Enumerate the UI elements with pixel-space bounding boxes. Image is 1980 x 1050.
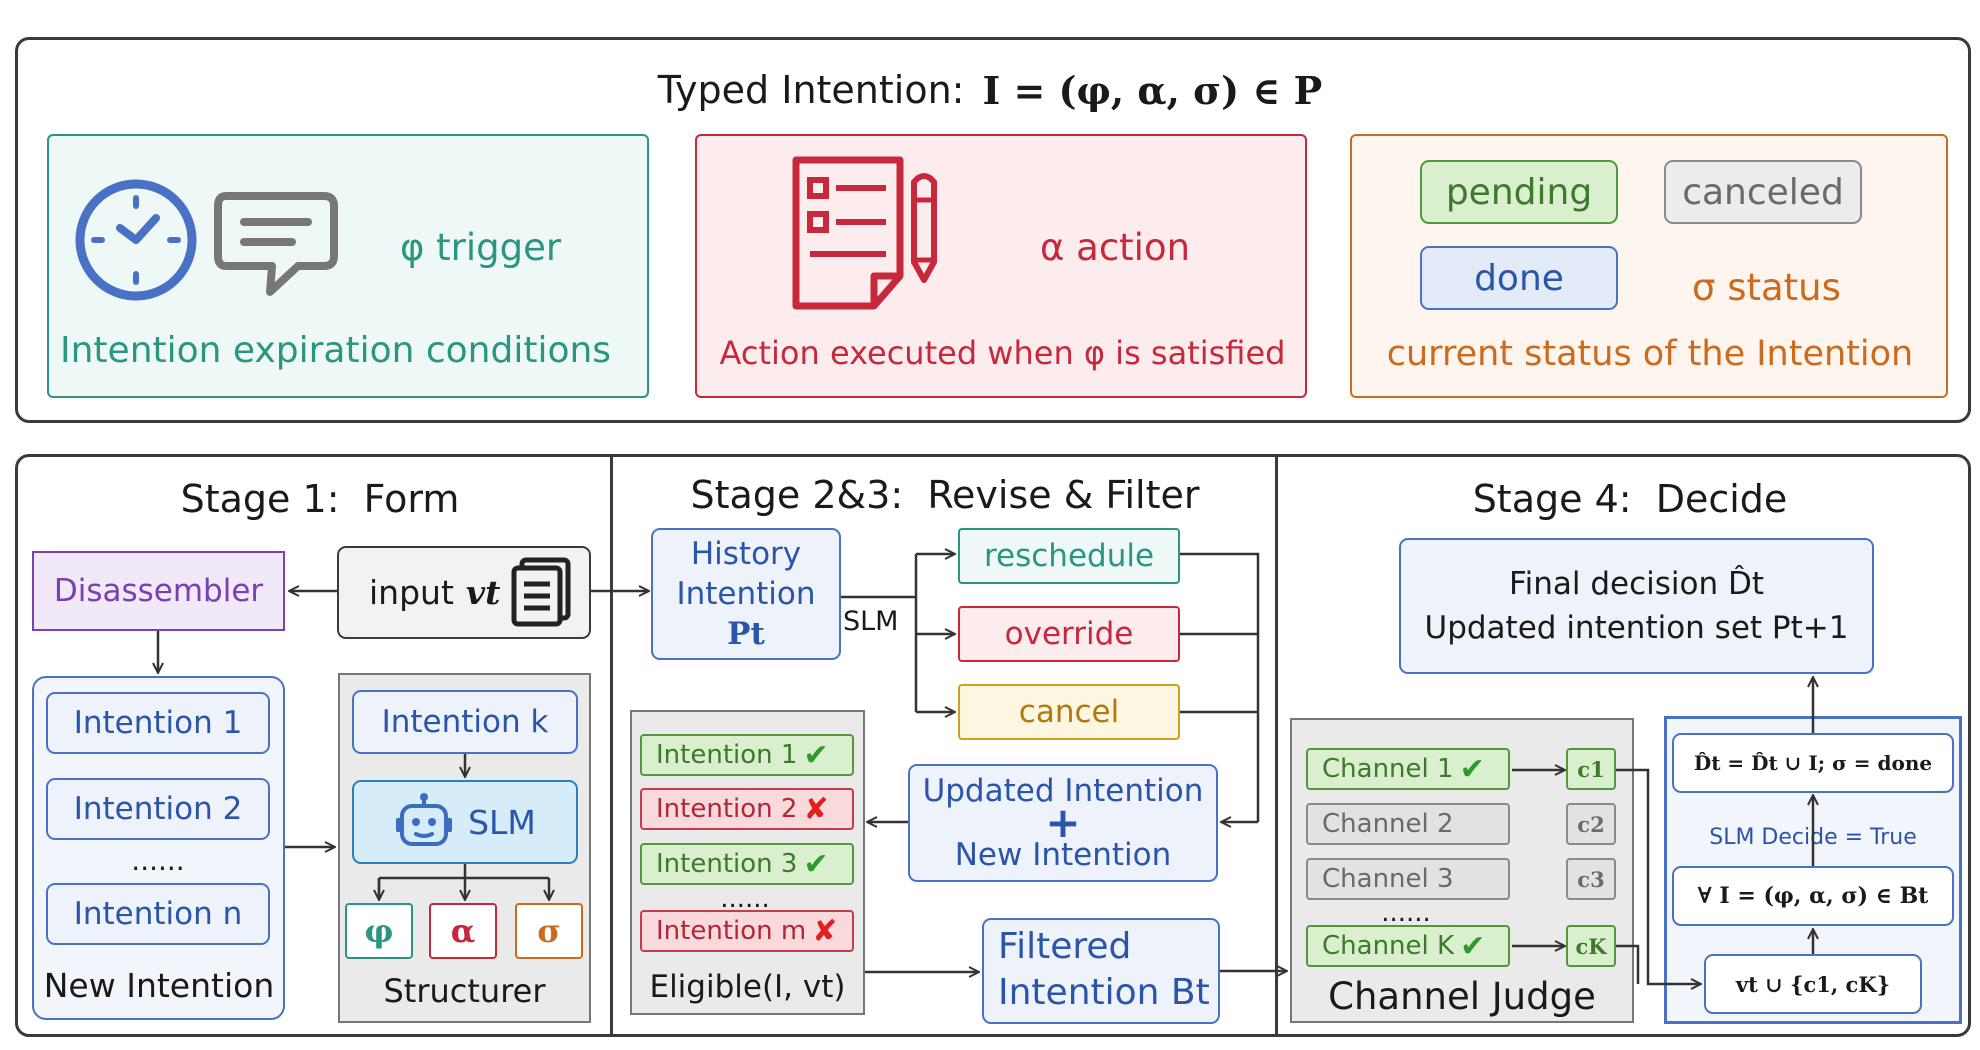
eligible-item: Intention m✘ bbox=[640, 910, 854, 952]
document-pen-icon bbox=[792, 156, 937, 310]
channel-code: c3 bbox=[1566, 858, 1616, 900]
title-formula: I = (φ, α, σ) ∈ P bbox=[982, 67, 1323, 113]
channel-ellipsis: ...... bbox=[1381, 898, 1431, 928]
new-intention-label: New Intention bbox=[43, 965, 275, 1005]
filtered-line1: Filtered bbox=[998, 926, 1132, 967]
stage23-title: Stage 2&3: Revise & Filter bbox=[690, 473, 1200, 517]
structurer-label: Structurer bbox=[383, 972, 546, 1010]
canceled-badge: canceled bbox=[1664, 160, 1862, 224]
eligible-item-label: Intention 1 bbox=[656, 740, 798, 770]
eligible-item: Intention 2✘ bbox=[640, 788, 854, 830]
sigma-box: σ bbox=[515, 903, 583, 959]
cross-icon: ✘ bbox=[812, 913, 838, 949]
cross-icon: ✘ bbox=[803, 791, 829, 827]
history-intention-box: History Intention Pt bbox=[651, 528, 841, 660]
channel-code: cK bbox=[1566, 925, 1616, 967]
status-caption: current status of the Intention bbox=[1386, 334, 1914, 374]
robot-icon bbox=[396, 793, 453, 846]
documents-icon bbox=[511, 557, 571, 627]
eligible-ellipsis: ...... bbox=[720, 884, 770, 914]
title-text: Typed Intention: bbox=[657, 68, 965, 112]
stage1-title: Stage 1: Form bbox=[180, 477, 460, 521]
status-label: σ status bbox=[1692, 266, 1841, 309]
filtered-line2: Intention Bt bbox=[998, 972, 1210, 1013]
final-line1: Final decision D̂t bbox=[1509, 566, 1764, 602]
stage-divider-2 bbox=[1275, 455, 1278, 1036]
eligible-item-label: Intention 2 bbox=[656, 794, 798, 824]
intention-k: Intention k bbox=[352, 690, 578, 754]
updated-line2: New Intention bbox=[954, 837, 1172, 873]
channel-code: c1 bbox=[1566, 748, 1616, 790]
trigger-label: φ trigger bbox=[400, 226, 562, 269]
stage4-title: Stage 4: Decide bbox=[1472, 477, 1788, 521]
plus-icon: + bbox=[1045, 798, 1081, 847]
slm-label: SLM bbox=[468, 802, 536, 842]
formula-done-box: D̂t = D̂t ∪ I; σ = done bbox=[1672, 733, 1954, 793]
channel-item: Channel 1✔ bbox=[1306, 748, 1510, 790]
updated-line1: Updated Intention bbox=[922, 773, 1204, 809]
check-icon: ✔ bbox=[1460, 928, 1486, 964]
cancel-box: cancel bbox=[958, 684, 1180, 740]
pending-badge: pending bbox=[1420, 160, 1618, 224]
eligible-caption: Eligible(I, vt) bbox=[649, 969, 846, 1005]
eligible-item-label: Intention 3 bbox=[656, 849, 798, 879]
channel-label: Channel 1 bbox=[1322, 754, 1454, 784]
final-decision-box: Final decision D̂t Updated intention set… bbox=[1399, 538, 1874, 674]
trigger-card bbox=[47, 134, 649, 398]
reschedule-box: reschedule bbox=[958, 528, 1180, 584]
check-icon: ✔ bbox=[1459, 751, 1485, 787]
intention-n: Intention n bbox=[46, 883, 270, 945]
intention-1: Intention 1 bbox=[46, 692, 270, 754]
trigger-caption: Intention expiration conditions bbox=[60, 330, 612, 371]
history-line1: History bbox=[690, 536, 802, 572]
intention-2: Intention 2 bbox=[46, 778, 270, 840]
filtered-intention-box: Filtered Intention Bt bbox=[982, 918, 1220, 1024]
slm-revise-label: SLM bbox=[843, 606, 899, 637]
history-var: Pt bbox=[727, 616, 765, 652]
eligible-item-label: Intention m bbox=[656, 916, 807, 946]
channel-label: Channel K bbox=[1322, 931, 1455, 961]
typed-intention-title: Typed Intention: I = (φ, α, σ) ∈ P bbox=[560, 60, 1420, 120]
channel-label: Channel 3 bbox=[1322, 864, 1454, 894]
history-line2: Intention bbox=[676, 576, 816, 612]
alpha-box: α bbox=[429, 903, 497, 959]
pipeline-panel bbox=[15, 454, 1971, 1037]
channel-code: c2 bbox=[1566, 803, 1616, 845]
channel-judge-label: Channel Judge bbox=[1328, 974, 1596, 1018]
input-var: vt bbox=[465, 573, 501, 612]
eligible-item: Intention 1✔ bbox=[640, 734, 854, 776]
done-badge: done bbox=[1420, 246, 1618, 310]
channel-item: Channel 3 bbox=[1306, 858, 1510, 900]
clock-icon bbox=[75, 179, 197, 301]
channel-item: Channel 2 bbox=[1306, 803, 1510, 845]
action-caption: Action executed when φ is satisfied bbox=[719, 334, 1286, 372]
updated-intention-box: Updated Intention + New Intention bbox=[908, 764, 1218, 882]
input-label: input bbox=[369, 573, 454, 612]
check-icon: ✔ bbox=[803, 846, 829, 882]
typed-intention-panel bbox=[15, 37, 1971, 423]
channel-label: Channel 2 bbox=[1322, 809, 1454, 839]
action-label: α action bbox=[1040, 226, 1191, 269]
intention-ellipsis: ...... bbox=[131, 843, 185, 877]
channel-item: Channel K✔ bbox=[1306, 925, 1510, 967]
disassembler-box: Disassembler bbox=[32, 551, 285, 631]
phi-box: φ bbox=[345, 903, 413, 959]
stage-divider-1 bbox=[610, 455, 613, 1036]
final-line2: Updated intention set Pt+1 bbox=[1424, 610, 1849, 646]
chat-bubble-icon bbox=[214, 192, 338, 296]
eligible-item: Intention 3✔ bbox=[640, 843, 854, 885]
check-icon: ✔ bbox=[803, 737, 829, 773]
override-box: override bbox=[958, 606, 1180, 662]
formula-union-box: vt ∪ {c1, cK} bbox=[1704, 954, 1922, 1014]
slm-structurer-box: SLM bbox=[352, 780, 578, 864]
formula-forall-box: ∀ I = (φ, α, σ) ∈ Bt bbox=[1672, 866, 1954, 926]
